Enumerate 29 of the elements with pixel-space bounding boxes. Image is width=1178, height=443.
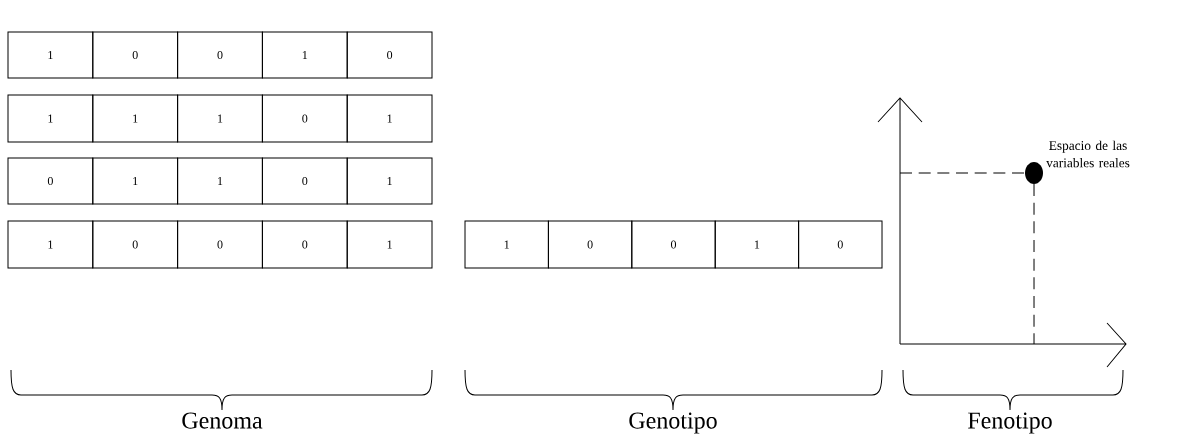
bit-cell: 0 (798, 220, 883, 269)
axis-caption: Espacio de las variables reales (1046, 140, 1130, 168)
bit-cell: 1 (714, 220, 800, 269)
bit-cell: 0 (346, 31, 433, 79)
bit-cell: 1 (346, 94, 433, 143)
bit-cell: 0 (261, 220, 348, 269)
bit-cell: 0 (631, 220, 716, 269)
bit-cell: 0 (92, 220, 179, 269)
bit-cell: 0 (7, 157, 94, 205)
brace-label: Genotipo (629, 412, 717, 434)
bit-cell: 1 (261, 31, 348, 79)
bit-cell: 0 (92, 31, 179, 79)
bit-cell: 0 (177, 220, 263, 269)
bit-cell: 0 (261, 157, 348, 205)
brace-label: Genoma (182, 412, 263, 429)
bit-cell: 1 (92, 157, 179, 205)
bit-cell: 1 (7, 220, 94, 269)
bit-cell: 1 (7, 31, 94, 79)
bit-cell: 1 (177, 157, 263, 205)
brace-label: Fenotipo (968, 412, 1052, 434)
bit-cell: 1 (346, 220, 433, 269)
bit-cell: 1 (464, 220, 549, 269)
bit-cell: 0 (261, 94, 348, 143)
bit-cell: 0 (547, 220, 633, 269)
bit-cell: 1 (92, 94, 179, 143)
bit-cell: 0 (177, 31, 263, 79)
bit-cell: 1 (177, 94, 263, 143)
bit-cell: 1 (7, 94, 94, 143)
bit-cell: 1 (346, 157, 433, 205)
